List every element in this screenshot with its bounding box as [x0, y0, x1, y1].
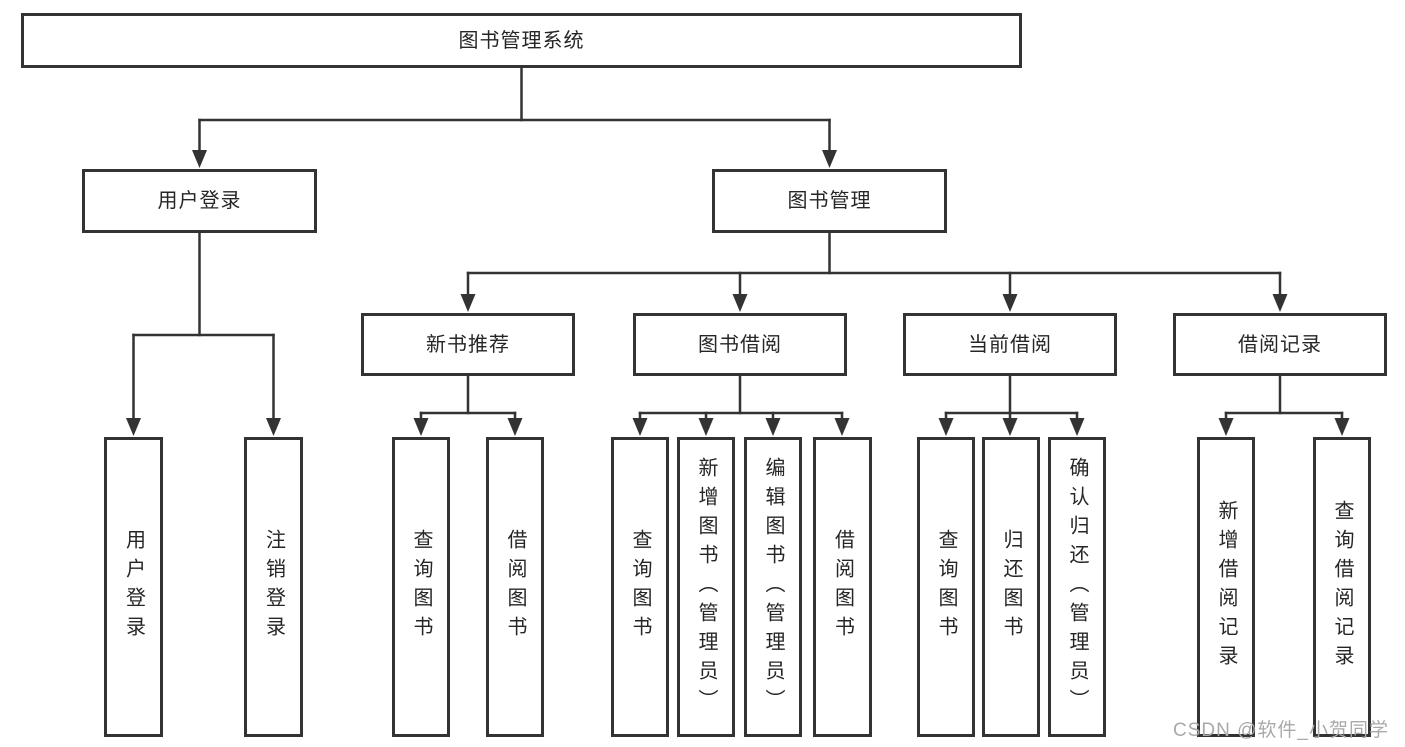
leaf-borrow-books-2: 借阅图书 — [813, 437, 872, 737]
leaf-query-books-1: 查询图书 — [392, 437, 450, 737]
node-current-borrow: 当前借阅 — [903, 313, 1117, 376]
leaf-query-borrow-record: 查询借阅记录 — [1313, 437, 1371, 737]
leaf-return-book: 归还图书 — [982, 437, 1040, 737]
arrowheads — [126, 150, 1350, 436]
leaf-query-books-2: 查询图书 — [611, 437, 669, 737]
node-root: 图书管理系统 — [21, 13, 1022, 68]
watermark-text: CSDN @软件_小贺同学 — [1173, 720, 1389, 741]
node-new-book-recommend: 新书推荐 — [361, 313, 575, 376]
leaf-edit-book-admin: 编辑图书（管理员） — [744, 437, 802, 737]
leaf-add-book-admin: 新增图书（管理员） — [677, 437, 735, 737]
leaf-add-borrow-record: 新增借阅记录 — [1197, 437, 1255, 737]
leaf-user-login: 用户登录 — [104, 437, 163, 737]
leaf-query-books-3: 查询图书 — [917, 437, 975, 737]
node-borrow-records: 借阅记录 — [1173, 313, 1387, 376]
node-user-login: 用户登录 — [82, 169, 317, 233]
leaf-logout: 注销登录 — [244, 437, 303, 737]
node-book-management: 图书管理 — [712, 169, 947, 233]
node-book-borrow: 图书借阅 — [633, 313, 847, 376]
leaf-borrow-books-1: 借阅图书 — [486, 437, 544, 737]
leaf-confirm-return-admin: 确认归还（管理员） — [1048, 437, 1106, 737]
